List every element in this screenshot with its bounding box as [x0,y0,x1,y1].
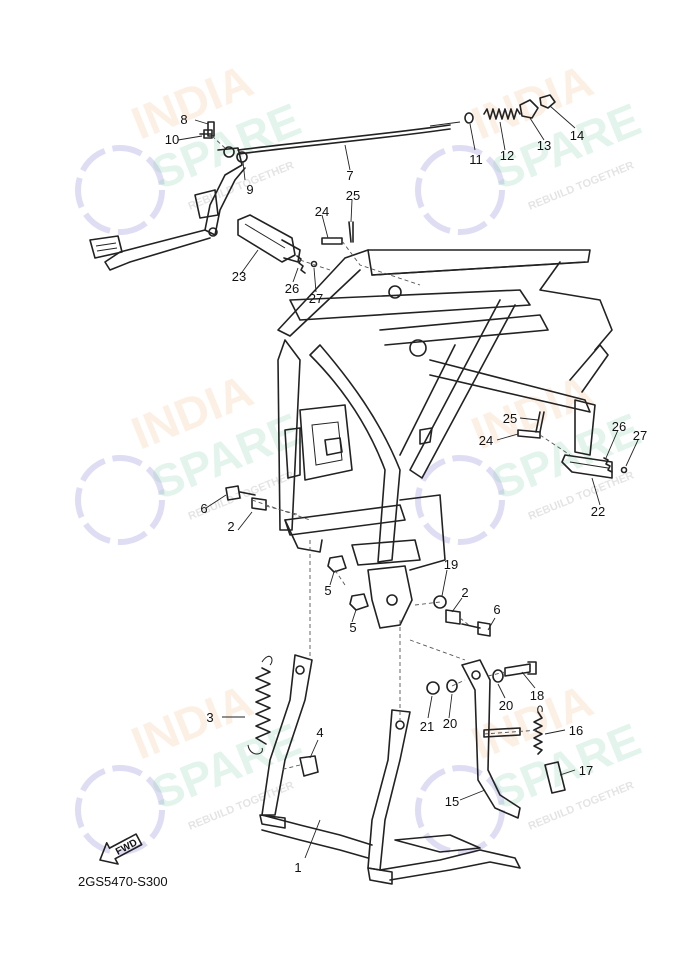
callout: 17 [579,763,593,778]
nut-5-right [349,593,369,611]
callout: 11 [469,152,483,167]
callout: 7 [346,168,353,183]
cotter-25-left [348,221,354,243]
callout: 20 [499,698,513,713]
nut-5-left [327,555,347,573]
washer-20-left [446,679,458,693]
diagram-code: 2GS5470-S300 [78,874,168,889]
callout: 24 [479,433,493,448]
callout: 15 [445,794,459,809]
spring-12 [483,108,521,120]
ring-27-right [620,466,628,474]
nut-21 [426,681,440,695]
frame [277,249,613,629]
callout: 1 [294,860,301,875]
center-stand-1 [259,654,521,885]
callout: 22 [591,504,605,519]
collar-2-right [445,609,461,625]
callout: 18 [530,688,544,703]
callout: 16 [569,723,583,738]
brake-pedal [89,146,246,271]
cotter-25-right [535,411,545,433]
spring-16 [533,711,543,755]
wrench-icon [75,765,165,855]
callout: 13 [537,138,551,153]
wrench-icon [415,455,505,545]
callout: 5 [324,583,331,598]
callout: 8 [180,112,187,127]
callout: 14 [570,128,584,143]
spring-26-left [296,255,306,274]
collar-2-left [251,497,267,511]
callout: 3 [206,710,213,725]
callout: 6 [493,602,500,617]
pin-17 [544,761,566,794]
bolt-18 [504,661,537,677]
callout: 27 [309,291,323,306]
callout: 4 [316,725,323,740]
wrench-icon [415,145,505,235]
bolt-6-left [225,485,256,501]
joint-13 [519,99,539,119]
wrench-icon [415,765,505,855]
callout: 9 [246,182,253,197]
callout: 5 [349,620,356,635]
callout: 27 [633,428,647,443]
spring-3 [255,667,271,745]
washer-9 [236,151,248,163]
callout: 23 [232,269,246,284]
wrench-icon [75,455,165,545]
washer-11 [464,112,474,124]
callout: 20 [443,716,457,731]
callout: 6 [200,501,207,516]
pin-24-left [321,237,343,245]
callouts: 1 2 2 3 4 5 5 6 6 7 8 9 10 11 12 13 14 1… [165,112,647,875]
callout: 19 [444,557,458,572]
footrest-23 [237,214,301,263]
callout: 10 [165,132,179,147]
nut-14 [539,94,556,109]
callout: 25 [346,188,360,203]
callout: 26 [285,281,299,296]
callout: 2 [461,585,468,600]
footrest-22 [561,399,613,479]
side-stand-15 [461,659,521,819]
wrench-icon [75,145,165,235]
brake-rod [237,121,461,155]
ring-27-left [310,260,318,268]
bolt-10 [199,129,213,139]
bushing-19 [433,595,447,609]
callout: 25 [503,411,517,426]
pin-8 [207,121,215,137]
callout: 12 [500,148,514,163]
callout: 26 [612,419,626,434]
damper-4 [299,755,319,777]
assembly-lines [211,135,571,771]
fwd-label: FWD [114,837,139,857]
bolt-6-right [461,621,491,637]
spring-26-right [603,457,613,473]
washer-20-right [492,669,504,683]
leader-lines [177,105,639,859]
callout: 21 [420,719,434,734]
callout: 24 [315,204,329,219]
callout: 2 [227,519,234,534]
